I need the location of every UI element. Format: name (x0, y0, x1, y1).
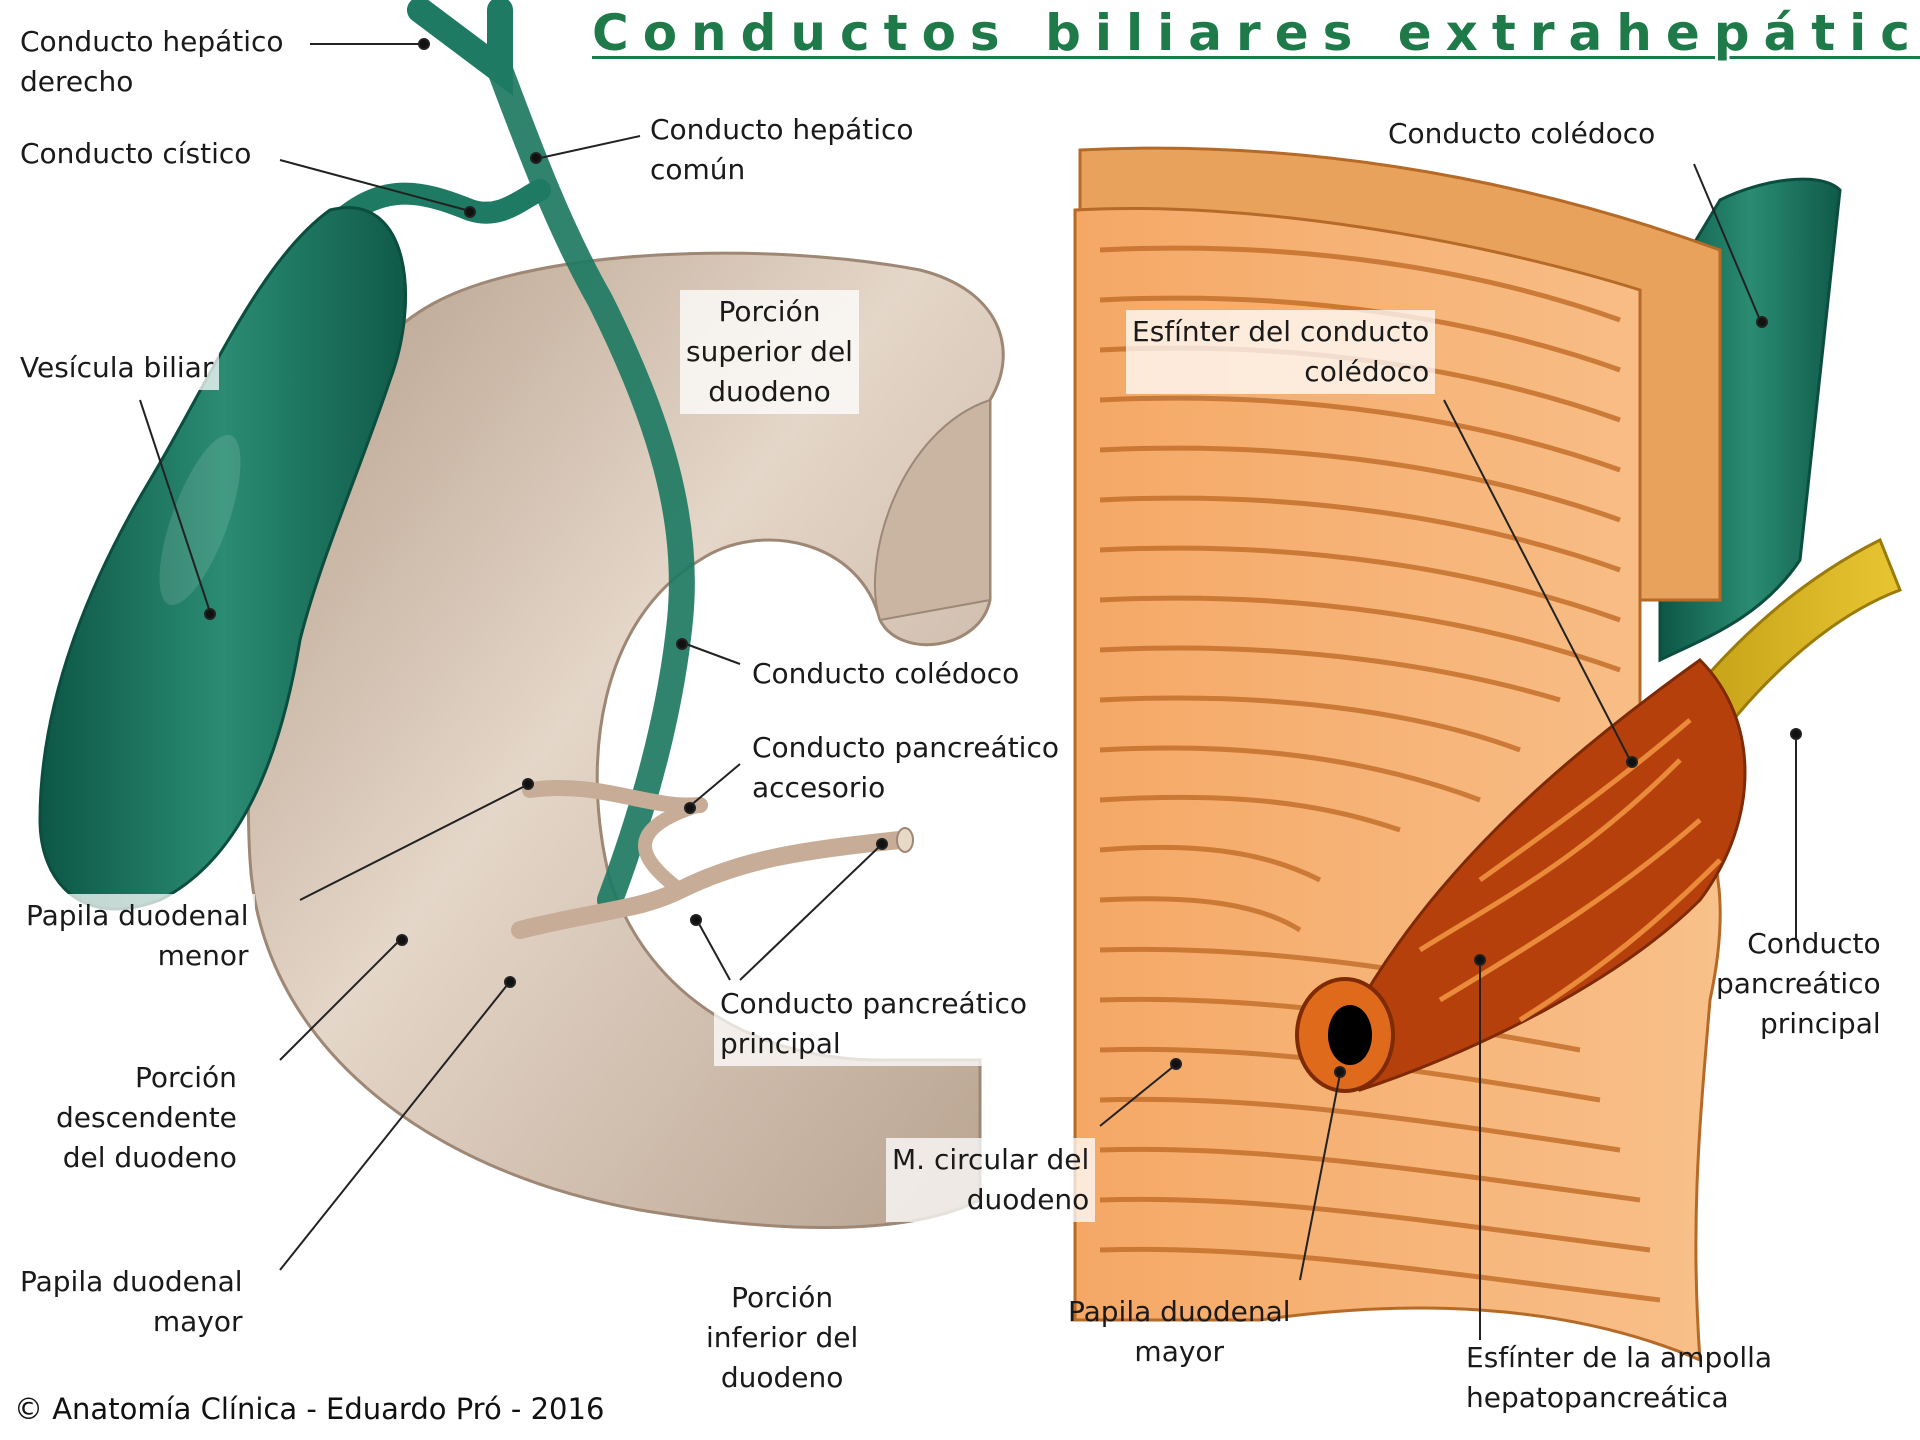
label-conducto-pancreatico-principal-right: Conducto pancreático principal (1716, 924, 1881, 1044)
label-papila-duodenal-mayor-right: Papila duodenal mayor (1068, 1292, 1291, 1372)
diagram-title: Conductos biliares extrahepáticos (592, 4, 1920, 62)
common-hepatic-duct (420, 10, 500, 70)
label-esfinter-conducto-coledoco: Esfínter del conducto colédoco (1126, 310, 1435, 394)
label-conducto-hepatico-comun: Conducto hepático común (650, 110, 914, 190)
label-conducto-coledoco-right: Conducto colédoco (1388, 114, 1655, 154)
label-m-circular-duodeno: M. circular del duodeno (886, 1138, 1095, 1222)
label-conducto-pancreatico-principal-left: Conducto pancreático principal (714, 982, 1033, 1066)
label-vesicula-biliar: Vesícula biliar (14, 346, 219, 390)
label-porcion-superior-duodeno: Porción superior del duodeno (680, 290, 859, 414)
copyright-credit: © Anatomía Clínica - Eduardo Pró - 2016 (14, 1392, 604, 1426)
papilla-opening (1328, 1005, 1372, 1065)
label-esfinter-ampolla-hepatopancreatica: Esfínter de la ampolla hepatopancreática (1466, 1338, 1772, 1418)
label-porcion-descendente-duodeno: Porción descendente del duodeno (56, 1058, 237, 1178)
label-conducto-hepatico-derecho: Conducto hepático derecho (20, 22, 284, 102)
label-papila-duodenal-menor: Papila duodenal menor (20, 894, 255, 978)
pancreatic-duct-end (897, 828, 913, 852)
label-papila-duodenal-mayor-left: Papila duodenal mayor (20, 1262, 243, 1342)
label-conducto-coledoco-left: Conducto colédoco (746, 652, 1025, 696)
label-porcion-inferior-duodeno: Porción inferior del duodeno (700, 1276, 864, 1400)
label-conducto-pancreatico-accesorio: Conducto pancreático accesorio (746, 726, 1065, 810)
label-conducto-cistico: Conducto cístico (20, 134, 251, 174)
